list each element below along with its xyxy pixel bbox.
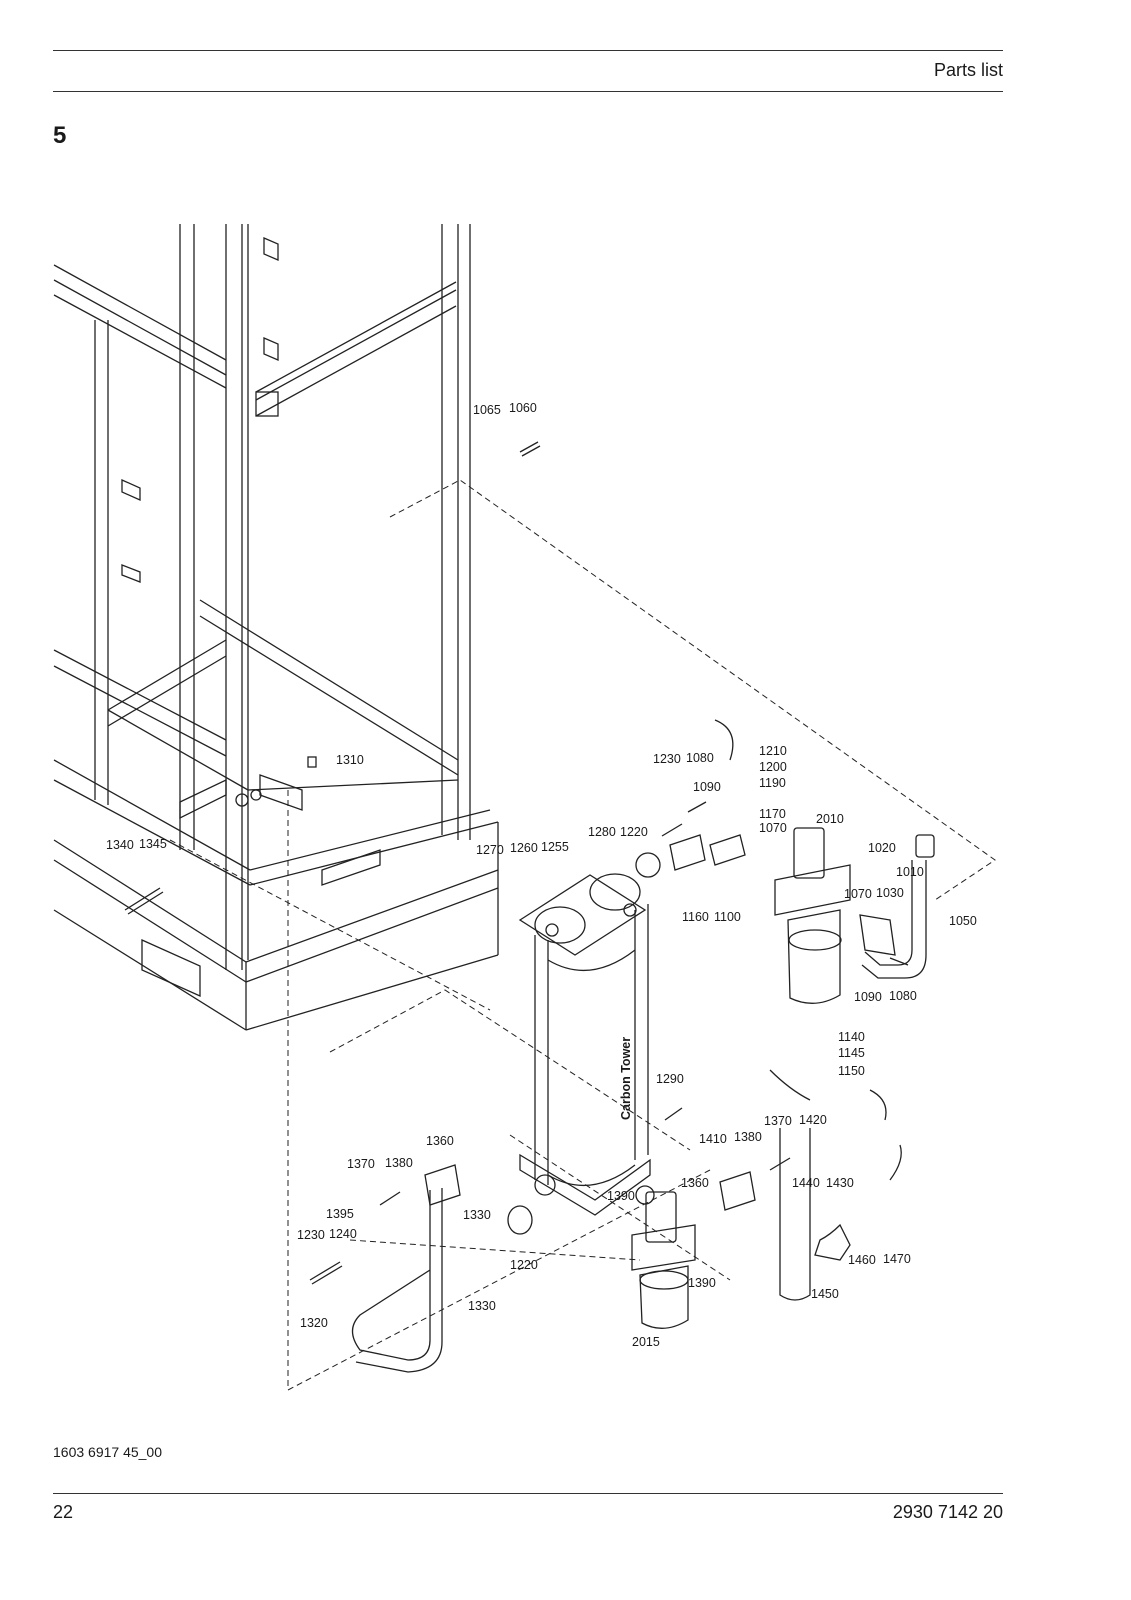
page-number: 22: [53, 1502, 74, 1522]
part-label-1030: 1030: [876, 886, 904, 900]
part-label-1430: 1430: [826, 1176, 854, 1190]
part-label-1330-upper: 1330: [463, 1208, 491, 1222]
part-label-1210: 1210: [759, 744, 787, 758]
part-label-1340: 1340: [106, 838, 134, 852]
part-label-1345: 1345: [139, 837, 167, 851]
part-label-1460: 1460: [848, 1253, 876, 1267]
part-label-2010: 2010: [816, 812, 844, 826]
part-label-1220-lower: 1220: [510, 1258, 538, 1272]
part-label-1070-upper: 1070: [759, 821, 787, 835]
part-label-1090-right: 1090: [854, 990, 882, 1004]
part-label-1320: 1320: [300, 1316, 328, 1330]
part-label-1200: 1200: [759, 760, 787, 774]
filter-2010: [774, 827, 851, 1004]
part-label-1380-left: 1380: [385, 1156, 413, 1170]
part-label-1100: 1100: [714, 910, 741, 924]
part-label-1140: 1140: [838, 1030, 865, 1044]
part-label-1330-lower: 1330: [468, 1299, 496, 1313]
part-label-1010: 1010: [896, 865, 924, 879]
part-label-1090-upper: 1090: [693, 780, 721, 794]
part-label-1050: 1050: [949, 914, 977, 928]
frame-drawing: [53, 224, 499, 1031]
part-label-1370-left: 1370: [347, 1157, 375, 1171]
part-label-1150: 1150: [838, 1064, 865, 1078]
part-label-1230-upper: 1230: [653, 752, 681, 766]
header-rule-top: [53, 50, 1003, 51]
part-label-1420: 1420: [799, 1113, 827, 1127]
fasteners: [124, 441, 909, 1285]
part-label-1070-right: 1070: [844, 887, 872, 901]
part-label-1390-lower: 1390: [688, 1276, 716, 1290]
part-label-1380-right: 1380: [734, 1130, 762, 1144]
part-label-2015: 2015: [632, 1335, 660, 1349]
exploded-view-svg: Carbon Tower 1065 1060 1310 1340 1345 12…: [53, 224, 996, 1391]
filter-2015: [631, 1191, 696, 1329]
part-label-1080-upper: 1080: [686, 751, 714, 765]
part-label-1390-upper: 1390: [607, 1189, 635, 1203]
part-label-1260: 1260: [510, 841, 538, 855]
piping-assemblies: [351, 719, 935, 1373]
header-rule-bottom: [53, 91, 1003, 92]
section-number: 5: [53, 122, 67, 149]
part-label-1020: 1020: [868, 841, 896, 855]
part-label-1280: 1280: [588, 825, 616, 839]
part-label-1470: 1470: [883, 1252, 911, 1266]
part-label-1450: 1450: [811, 1287, 839, 1301]
part-label-1360-right: 1360: [681, 1176, 709, 1190]
part-label-1255: 1255: [541, 840, 569, 854]
alignment-guides: [169, 479, 996, 1391]
part-label-1080-right: 1080: [889, 989, 917, 1003]
part-label-1395: 1395: [326, 1207, 354, 1221]
part-label-1190: 1190: [759, 776, 786, 790]
part-label-1440: 1440: [792, 1176, 820, 1190]
footer-rule: [53, 1493, 1003, 1494]
document-number: 2930 7142 20: [892, 1502, 1003, 1522]
part-label-1270: 1270: [476, 843, 504, 857]
part-label-1065: 1065: [473, 403, 501, 417]
drawing-code: 1603 6917 45_00: [53, 1444, 162, 1460]
part-label-1360-left: 1360: [426, 1134, 454, 1148]
part-label-1220-upper: 1220: [620, 825, 648, 839]
part-label-1240: 1240: [329, 1227, 357, 1241]
part-label-1160: 1160: [682, 910, 709, 924]
part-label-1410: 1410: [699, 1132, 727, 1146]
carbon-tower: [518, 873, 651, 1216]
part-number-labels: 1065 1060 1310 1340 1345 1230 1080 1090 …: [106, 401, 977, 1349]
part-label-1170: 1170: [759, 807, 786, 821]
part-label-1060: 1060: [509, 401, 537, 415]
part-label-1145: 1145: [838, 1046, 865, 1060]
part-label-1290: 1290: [656, 1072, 684, 1086]
part-label-1230-lower: 1230: [297, 1228, 325, 1242]
part-label-1310: 1310: [336, 753, 364, 767]
tower-label-text: Carbon Tower: [619, 1037, 633, 1120]
exploded-parts-drawing: Carbon Tower 1065 1060 1310 1340 1345 12…: [50, 220, 1010, 1400]
part-label-1370-right: 1370: [764, 1114, 792, 1128]
page-header-title: Parts list: [933, 60, 1003, 80]
